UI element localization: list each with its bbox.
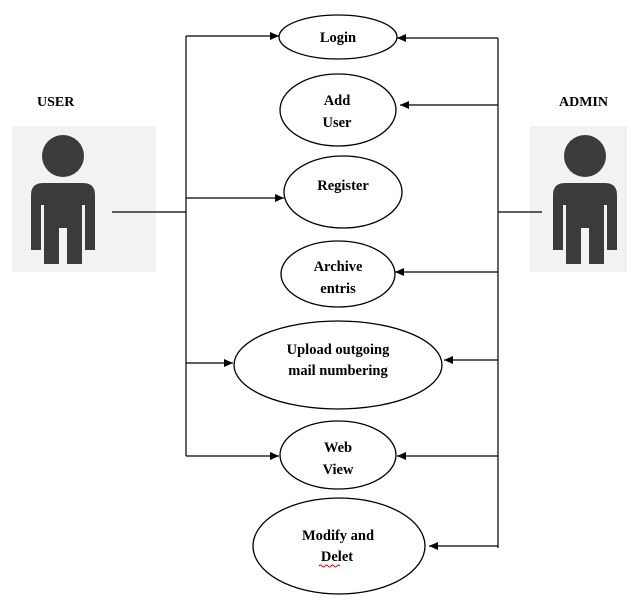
user-icon: [31, 135, 95, 264]
use-case-web-view-label-line2: View: [323, 462, 354, 478]
use-case-add-user-label-line1: Add: [324, 93, 351, 109]
use-case-register: Register: [283, 155, 403, 229]
use-case-modify-label-line1: Modify and: [302, 528, 374, 544]
admin-actor: ADMIN: [530, 95, 627, 272]
use-case-web-view-label-line1: Web: [324, 440, 352, 456]
use-case-upload-outgoing-mail-numbering: Upload outgoing mail numbering: [233, 320, 443, 410]
user-actor: USER: [12, 95, 156, 272]
use-case-add-user: Add User: [279, 73, 397, 147]
use-case-archive-label-line1: Archive: [314, 259, 363, 275]
use-case-modify-label-line2: Delet: [321, 549, 353, 565]
use-case-web-view: Web View: [279, 420, 397, 490]
admin-connectors: [395, 34, 542, 550]
use-case-login: Login: [278, 14, 398, 60]
use-case-modify-and-delete: Modify and Delet: [252, 497, 426, 595]
use-case-archive-label-line2: entris: [320, 281, 356, 297]
use-case-register-label: Register: [317, 178, 369, 194]
user-actor-label: USER: [37, 95, 75, 110]
use-case-archive-entries: Archive entris: [280, 240, 396, 308]
use-case-add-user-label-line2: User: [323, 115, 353, 131]
use-case-login-label: Login: [320, 30, 356, 46]
spellcheck-underline: [318, 564, 341, 568]
use-case-upload-label-line1: Upload outgoing: [287, 342, 390, 358]
admin-icon: [553, 135, 617, 264]
admin-actor-label: ADMIN: [559, 95, 608, 110]
use-case-upload-label-line2: mail numbering: [288, 363, 388, 379]
user-connectors: [112, 32, 284, 460]
